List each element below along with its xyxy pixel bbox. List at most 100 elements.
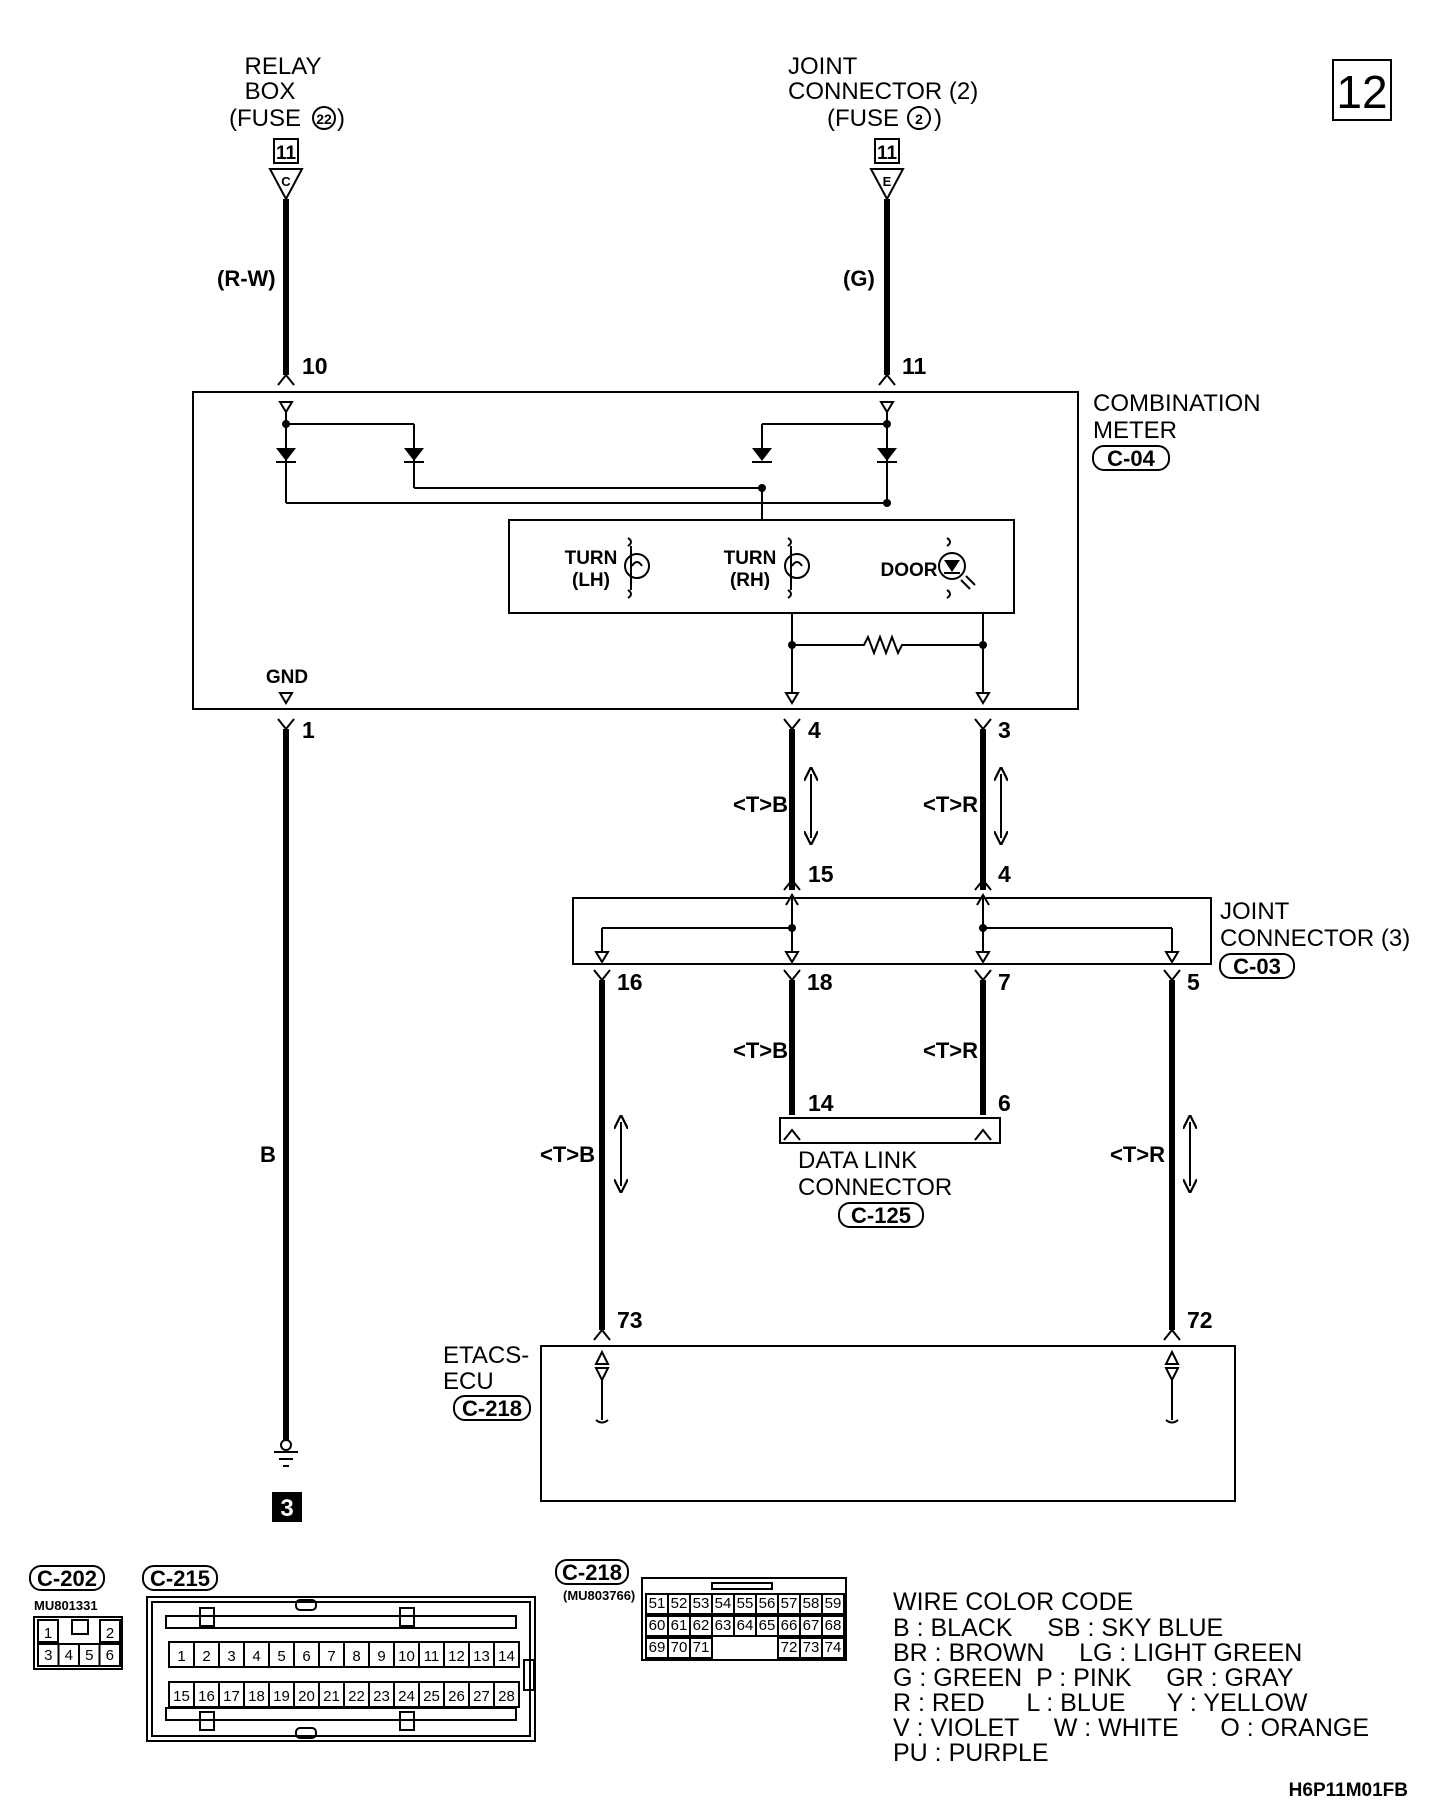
legend-line-6: PU : PURPLE (893, 1739, 1049, 1767)
pin-jc3-15: 15 (808, 861, 834, 887)
c215-cell-r2-0: 15 (173, 1688, 190, 1705)
c218-cell-r2-6: 66 (781, 1617, 798, 1634)
joint-connector-3: JOINT CONNECTOR (3) C-03 (572, 893, 1410, 979)
legend-line-5: V : VIOLET W : WHITE O : ORANGE (893, 1714, 1369, 1742)
c202-cell-r2-2: 5 (85, 1647, 93, 1664)
c215-cell-r1-5: 6 (302, 1648, 310, 1665)
c202-cell-r2-1: 4 (65, 1647, 73, 1664)
c215-cell-r1-1: 2 (202, 1648, 210, 1665)
c218-cell-r2-2: 62 (693, 1617, 710, 1634)
jc2-fuse-end: ) (934, 105, 942, 132)
c218-cell-r1-2: 53 (693, 1595, 710, 1612)
c218-cell-r3b-0: 72 (781, 1639, 798, 1656)
legend-title: WIRE COLOR CODE (893, 1588, 1133, 1616)
c218-part: (MU803766) (563, 1588, 635, 1603)
jc2-conn-letter: E (883, 174, 892, 189)
pin-jc3-16: 16 (617, 969, 643, 995)
relay-box-fuse-number: 22 (316, 111, 332, 127)
relay-box-sheet: 11 (276, 143, 297, 164)
pin-meter-1: 1 (302, 717, 315, 743)
turn-rh-bulb-icon (784, 553, 810, 579)
wire-color-t-r-1: <T>R (923, 792, 978, 817)
jc2-label-2: CONNECTOR (2) (788, 78, 978, 105)
wire-color-legend: WIRE COLOR CODE B : BLACK SB : SKY BLUE … (893, 1588, 1369, 1767)
page-number-box: 12 (1332, 59, 1392, 121)
c215-cell-r1-11: 12 (448, 1648, 465, 1665)
page-number: 12 (1336, 66, 1387, 118)
c218-cell-r3a-1: 70 (671, 1639, 688, 1656)
pin-dlc-6: 6 (998, 1090, 1011, 1116)
pin-jc3-5: 5 (1187, 969, 1200, 995)
c215-cell-r2-4: 19 (273, 1688, 290, 1705)
c215-cell-r2-5: 20 (298, 1688, 315, 1705)
data-link-connector: DATA LINK CONNECTOR C-125 (779, 1117, 1001, 1228)
ground-number: 3 (280, 1495, 293, 1522)
c215-cell-r1-6: 7 (327, 1648, 335, 1665)
wire-color-t-b-2: <T>B (733, 1038, 788, 1063)
c215-cell-r2-7: 22 (348, 1688, 365, 1705)
c218-cell-r2-1: 61 (671, 1617, 688, 1634)
relay-box-label-1: RELAY (245, 53, 322, 80)
c218-cell-r1-0: 51 (649, 1595, 666, 1612)
wire-color-b: B (260, 1142, 276, 1167)
wire-color-t-r-2: <T>R (923, 1038, 978, 1063)
relay-box-fuse-end: ) (337, 105, 345, 132)
c202-id: C-202 (37, 1566, 97, 1591)
jc3-label-1: JOINT (1220, 898, 1290, 925)
ecu-connector-id: C-218 (462, 1396, 522, 1421)
c215-cell-r2-2: 17 (223, 1688, 240, 1705)
c215-cell-r1-9: 10 (398, 1648, 415, 1665)
c215-cell-r2-6: 21 (323, 1688, 340, 1705)
c215-cell-r2-10: 25 (423, 1688, 440, 1705)
pin-meter-3: 3 (998, 717, 1011, 743)
c215-cell-r2-11: 26 (448, 1688, 465, 1705)
c218-cell-r3b-1: 73 (803, 1639, 820, 1656)
c215-cell-r1-12: 13 (473, 1648, 490, 1665)
c215-cell-r1-13: 14 (498, 1648, 515, 1665)
c202-part: MU801331 (34, 1598, 98, 1613)
lamp-turn-lh-1: TURN (565, 548, 618, 569)
relay-box-connector-icon (268, 168, 304, 202)
c218-cell-r1-7: 58 (803, 1595, 820, 1612)
c215-cell-r1-4: 5 (277, 1648, 285, 1665)
legend-line-4: R : RED L : BLUE Y : YELLOW (893, 1689, 1308, 1717)
c215-id: C-215 (150, 1566, 210, 1591)
meter-label-2: METER (1093, 417, 1177, 444)
c218-cell-r1-6: 57 (781, 1595, 798, 1612)
c215-cell-r2-9: 24 (398, 1688, 415, 1705)
lamp-turn-rh-2: (RH) (730, 570, 770, 591)
ecu-label-1: ETACS- (443, 1342, 529, 1369)
jc2-fuse-label: (FUSE (827, 105, 899, 132)
lamp-turn-lh-2: (LH) (572, 570, 610, 591)
jc2-connector-icon (869, 168, 905, 202)
wire-color-t-r-3: <T>R (1110, 1142, 1165, 1167)
pin-meter-10: 10 (302, 353, 328, 379)
meter-connector-id: C-04 (1107, 446, 1155, 471)
c218-cell-r2-7: 67 (803, 1617, 820, 1634)
ecu-label-2: ECU (443, 1368, 494, 1395)
relay-box-source: RELAY BOX (FUSE 22 ) 11 C (229, 53, 345, 202)
c215-cell-r1-3: 4 (252, 1648, 260, 1665)
c218-cell-r2-3: 63 (715, 1617, 732, 1634)
c218-cell-r3b-2: 74 (825, 1639, 842, 1656)
wire-color-r-w: (R-W) (217, 266, 276, 291)
jc3-label-2: CONNECTOR (3) (1220, 925, 1410, 952)
c215-cell-r2-3: 18 (248, 1688, 265, 1705)
pin-ecu-72: 72 (1187, 1307, 1213, 1333)
dlc-connector-id: C-125 (851, 1203, 911, 1228)
pin-meter-11: 11 (902, 353, 927, 379)
pin-jc3-7: 7 (998, 969, 1011, 995)
joint-connector-2-source: JOINT CONNECTOR (2) (FUSE 2 ) 11 E (788, 53, 978, 202)
combination-meter: COMBINATION METER C-04 TURN (LH) (192, 390, 1261, 710)
c215-cell-r2-12: 27 (473, 1688, 490, 1705)
c218-cell-r1-5: 56 (759, 1595, 776, 1612)
c215-cell-r2-1: 16 (198, 1688, 215, 1705)
c215-cell-r2-13: 28 (498, 1688, 515, 1705)
c218-cell-r1-1: 52 (671, 1595, 688, 1612)
c218-cell-r2-8: 68 (825, 1617, 842, 1634)
jc2-fuse-number: 2 (915, 111, 923, 127)
c218-cell-r2-5: 65 (759, 1617, 776, 1634)
